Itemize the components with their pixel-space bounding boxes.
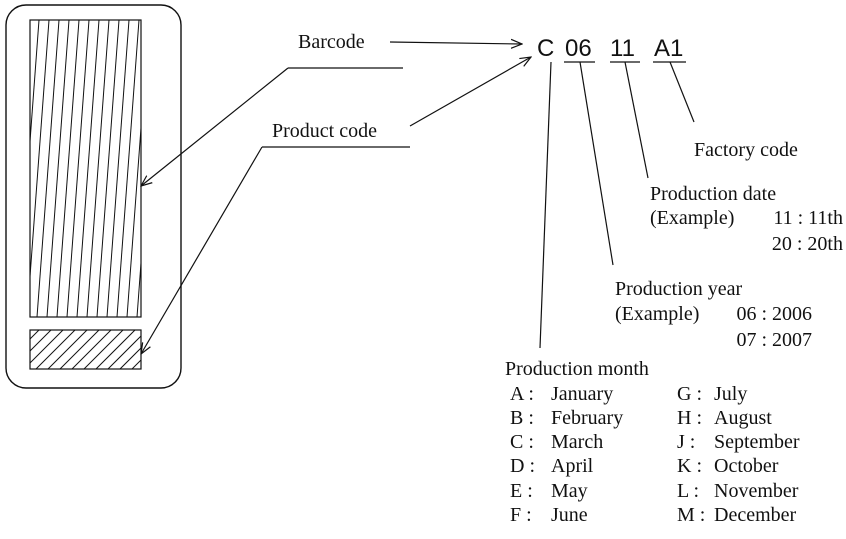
production-year-example-1: 06 : 2006 bbox=[736, 303, 812, 325]
barcode-arrow-to-code bbox=[389, 42, 522, 44]
month-name: January bbox=[551, 383, 613, 405]
production-year-example-prefix: (Example) bbox=[615, 303, 699, 325]
month-name: April bbox=[551, 455, 594, 477]
product-code-label: Product code bbox=[272, 120, 377, 142]
month-key: G : bbox=[677, 383, 702, 405]
month-key: B : bbox=[510, 407, 534, 429]
production-year-example-2: 07 : 2007 bbox=[736, 329, 812, 351]
label-outline bbox=[5, 4, 182, 389]
production-month-title: Production month bbox=[505, 358, 649, 380]
month-key: M : bbox=[677, 504, 705, 526]
barcode-arrow-to-label bbox=[141, 67, 289, 186]
month-key: J : bbox=[677, 431, 695, 453]
production-date-example-prefix: (Example) bbox=[650, 207, 734, 229]
product-code-area bbox=[29, 329, 142, 370]
production-date-title: Production date bbox=[650, 183, 776, 205]
barcode-area bbox=[29, 19, 142, 318]
month-key: C : bbox=[510, 431, 534, 453]
month-key: A : bbox=[510, 383, 534, 405]
month-name: December bbox=[714, 504, 797, 526]
product-code-hatch bbox=[29, 329, 142, 370]
product-code-arrow-to-label bbox=[141, 146, 263, 354]
month-key: F : bbox=[510, 504, 532, 526]
month-name: September bbox=[714, 431, 800, 453]
production-date-example-2: 20 : 20th bbox=[772, 233, 843, 255]
barcode-stripes bbox=[29, 19, 142, 318]
month-key: K : bbox=[677, 455, 702, 477]
month-key: H : bbox=[677, 407, 702, 429]
year-leader bbox=[579, 61, 614, 266]
month-name: June bbox=[551, 504, 588, 526]
month-key: E : bbox=[510, 480, 533, 502]
month-leader bbox=[539, 61, 552, 349]
product-code-arrow-to-code bbox=[409, 57, 531, 127]
month-name: August bbox=[714, 407, 772, 429]
factory-leader bbox=[669, 61, 695, 123]
code-year: 06 bbox=[565, 35, 592, 62]
month-name: February bbox=[551, 407, 623, 429]
month-name: October bbox=[714, 455, 779, 477]
month-name: November bbox=[714, 480, 799, 502]
month-name: May bbox=[551, 480, 588, 502]
month-key: L : bbox=[677, 480, 699, 502]
code-month-letter: C bbox=[537, 35, 554, 62]
month-name: July bbox=[714, 383, 747, 405]
month-name: March bbox=[551, 431, 603, 453]
production-date-example-1: 11 : 11th bbox=[773, 207, 843, 229]
month-key: D : bbox=[510, 455, 535, 477]
barcode-label: Barcode bbox=[298, 31, 365, 53]
code-factory: A1 bbox=[654, 35, 683, 62]
date-leader bbox=[624, 61, 649, 179]
factory-code-label: Factory code bbox=[694, 139, 798, 161]
production-year-title: Production year bbox=[615, 278, 743, 300]
code-date: 11 bbox=[610, 35, 635, 62]
